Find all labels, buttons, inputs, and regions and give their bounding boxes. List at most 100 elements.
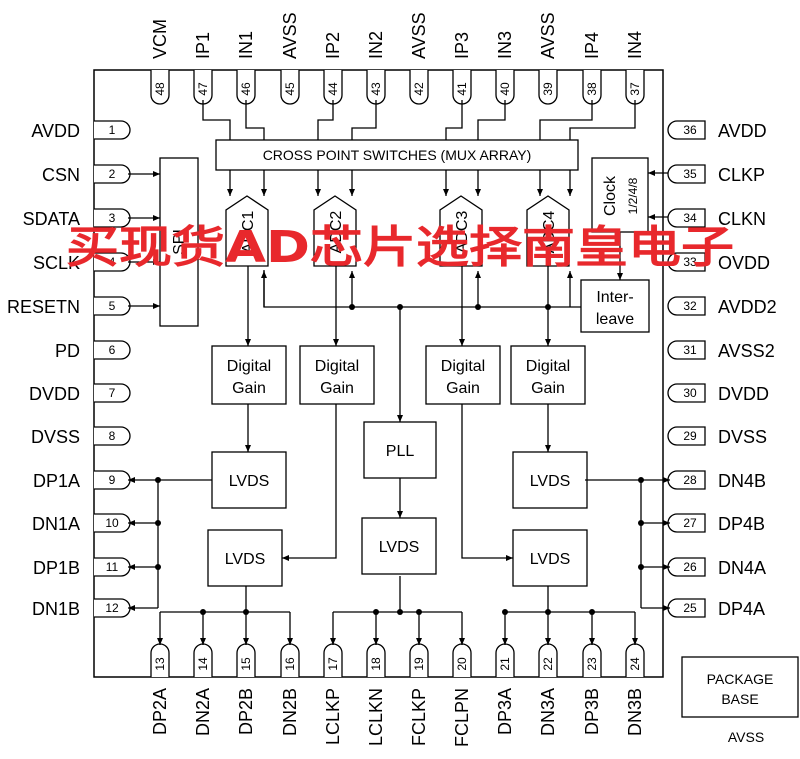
pin-number: 5 <box>109 299 116 313</box>
pin-number: 26 <box>683 560 697 574</box>
lvds-box <box>512 529 588 587</box>
watermark-text: 买现货AD芯片选择南皇电子 <box>66 222 734 273</box>
pin-number: 24 <box>628 657 642 671</box>
interleave-label-2: leave <box>596 311 634 328</box>
pin-name: AVDD2 <box>718 297 777 317</box>
pin-number: 4 <box>109 255 116 269</box>
pin-shape <box>667 296 706 316</box>
mux-to-adc-arrows <box>227 170 573 196</box>
pin-name: FCLPN <box>452 688 472 747</box>
pin-number: 6 <box>109 343 116 357</box>
pin-name: CLKN <box>718 209 766 229</box>
pin-name: IP3 <box>452 32 472 59</box>
pin-number: 12 <box>105 601 119 615</box>
pin-name: DN4B <box>718 471 766 491</box>
pin-shape <box>409 70 429 105</box>
adc-box <box>439 195 483 267</box>
pin-number: 10 <box>105 516 119 530</box>
lvds-label: LVDS <box>530 551 571 568</box>
pin-name: CSN <box>42 165 80 185</box>
pin-name: DP1B <box>33 558 80 578</box>
spi-label: SPI <box>171 229 188 255</box>
pin-number: 46 <box>239 82 253 96</box>
pin-number: 41 <box>455 82 469 96</box>
lvds-output-lines <box>128 477 670 645</box>
adc-box <box>526 195 570 267</box>
pin-name: DN1A <box>32 514 80 534</box>
pin-number: 35 <box>683 167 697 181</box>
pin-name: DVDD <box>29 384 80 404</box>
mux-array-box <box>215 139 579 171</box>
digital-gain-box <box>211 345 287 405</box>
pin-name: DN2B <box>280 688 300 736</box>
adc-label: ADC1 <box>240 211 257 254</box>
pin-shape <box>280 70 300 105</box>
clock-label: Clock <box>602 175 619 216</box>
pin-shape <box>667 340 706 360</box>
digital-gain-label-1: Digital <box>227 358 271 375</box>
pin-number: 19 <box>412 657 426 671</box>
interleave-box <box>580 279 650 333</box>
pll-box <box>363 421 437 479</box>
pin-name: SCLK <box>33 253 80 273</box>
pin-name: RESETN <box>7 297 80 317</box>
pin-name: PD <box>55 341 80 361</box>
pin-name: DP2B <box>236 688 256 735</box>
pin-name: DN3B <box>625 688 645 736</box>
pin-number: 14 <box>196 657 210 671</box>
pin-number: 9 <box>109 473 116 487</box>
pin-number: 11 <box>106 560 119 574</box>
lvds-label: LVDS <box>530 473 571 490</box>
pin-shape <box>667 164 706 184</box>
pin-name: IP2 <box>323 32 343 59</box>
spi-input-lines <box>128 171 160 309</box>
pin-number: 42 <box>412 82 426 96</box>
pin-name: DP3A <box>495 688 515 735</box>
pin-number: 34 <box>683 211 697 225</box>
pin-name: AVSS <box>409 12 429 59</box>
package-base-label-2: BASE <box>721 691 758 707</box>
pin-number: 3 <box>109 211 116 225</box>
clock-ratio-label: 1/2/4/8 <box>626 177 640 214</box>
adc-to-gain-arrows <box>245 266 551 346</box>
pin-name: FCLKP <box>409 688 429 746</box>
pin-number: 27 <box>683 516 697 530</box>
pin-shape <box>667 426 706 446</box>
pin-number: 48 <box>153 82 167 96</box>
pin-name: DN1B <box>32 599 80 619</box>
pin-name: DP1A <box>33 471 80 491</box>
pin-name: DN4A <box>718 558 766 578</box>
pin-name: IN3 <box>495 31 515 59</box>
pin-name: DP4B <box>718 514 765 534</box>
pin-shape <box>667 208 706 228</box>
pin-shape <box>94 340 131 360</box>
pin-number: 2 <box>109 167 116 181</box>
pin-number: 31 <box>683 343 697 357</box>
pin-number: 33 <box>683 255 697 269</box>
digital-gain-group: DigitalGainDigitalGainDigitalGainDigital… <box>211 345 586 405</box>
pin-number: 36 <box>683 123 697 137</box>
lvds-label: LVDS <box>229 473 270 490</box>
pin-number: 39 <box>541 82 555 96</box>
pll-label: PLL <box>386 443 415 460</box>
pin-name: DVSS <box>31 427 80 447</box>
pin-shape <box>667 120 706 140</box>
digital-gain-label-1: Digital <box>315 358 359 375</box>
pin-name: IP1 <box>193 32 213 59</box>
pin-name: DN2A <box>193 688 213 736</box>
pin-number: 47 <box>196 82 210 96</box>
pin-number: 45 <box>283 82 297 96</box>
digital-gain-box <box>510 345 586 405</box>
pins-top: 48VCM47IP146IN145AVSS44IP243IN242AVSS41I… <box>150 12 645 105</box>
pin-number: 40 <box>498 82 512 96</box>
pin-number: 22 <box>541 657 555 671</box>
pin-name: DN3A <box>538 688 558 736</box>
package-base-box <box>681 656 799 718</box>
pin-name: DP3B <box>582 688 602 735</box>
digital-gain-label-2: Gain <box>232 380 266 397</box>
clock-divider-box <box>591 157 649 233</box>
pin-name: IN1 <box>236 31 256 59</box>
